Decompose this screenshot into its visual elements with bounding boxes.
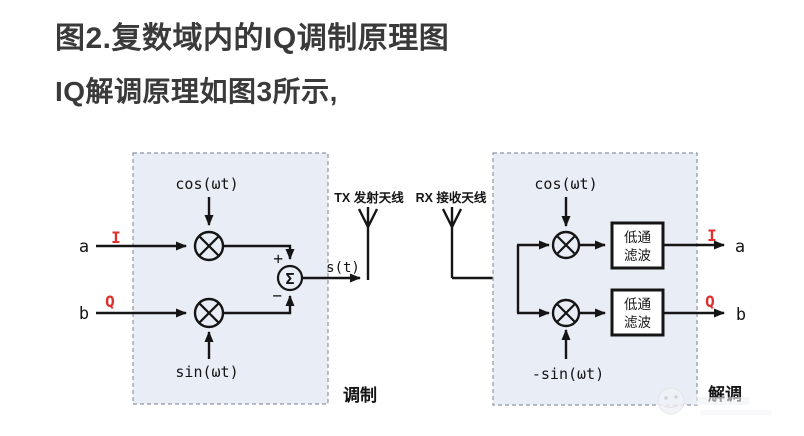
svg-text:低通: 低通	[624, 297, 652, 312]
antennas: TX 发射天线 RX 接收天线	[334, 190, 514, 283]
svg-text:低通: 低通	[624, 230, 652, 245]
modulation-caption: 调制	[343, 385, 377, 405]
demod-output-b-label: b	[736, 305, 746, 325]
rx-antenna-label: RX 接收天线	[416, 190, 487, 205]
figure-caption: 图2.复数域内的IQ调制原理图	[55, 22, 450, 55]
summer-icon: Σ	[276, 264, 304, 292]
demod-carrier-bottom-label: -sin(ωt)	[532, 365, 604, 383]
mod-signal-q-label: Q	[105, 292, 115, 311]
sum-minus-sign: −	[272, 286, 282, 305]
multiplier-icon	[551, 298, 581, 328]
modulation-diagram: cos(ωt) a I b Q sin(ωt) + − Σ	[79, 152, 377, 405]
mod-output-label: s(t)	[326, 260, 360, 276]
mod-carrier-top-label: cos(ωt)	[175, 175, 238, 193]
wire	[223, 295, 295, 315]
demod-signal-i-label: I	[707, 226, 717, 245]
demod-signal-q-label: Q	[705, 292, 715, 311]
mod-input-a-label: a	[79, 237, 89, 257]
mod-input-b-label: b	[79, 304, 89, 324]
sum-plus-sign: +	[273, 249, 283, 268]
watermark-logo	[657, 387, 772, 415]
multiplier-icon	[193, 297, 225, 329]
demodulation-box	[492, 152, 698, 406]
mod-carrier-bottom-label: sin(ωt)	[175, 363, 238, 381]
multiplier-icon	[551, 230, 581, 260]
lpf-block: 低通 滤波	[610, 221, 665, 270]
demod-output-a-label: a	[735, 237, 745, 257]
intro-text: IQ解调原理如图3所示,	[55, 76, 338, 107]
mod-signal-i-label: I	[111, 228, 121, 247]
tx-antenna-icon	[357, 207, 379, 280]
tx-antenna-label: TX 发射天线	[334, 190, 404, 205]
demod-carrier-top-label: cos(ωt)	[534, 175, 597, 193]
svg-text:滤波: 滤波	[624, 315, 652, 330]
multiplier-icon	[193, 230, 225, 262]
rx-antenna-icon	[441, 207, 463, 278]
svg-text:滤波: 滤波	[624, 248, 652, 263]
wire	[223, 244, 295, 260]
demodulation-diagram: cos(ωt) 低通 滤波 I a 低通 滤波 Q b	[492, 152, 746, 406]
svg-text:Σ: Σ	[285, 270, 294, 288]
lpf-block: 低通 滤波	[610, 288, 665, 337]
